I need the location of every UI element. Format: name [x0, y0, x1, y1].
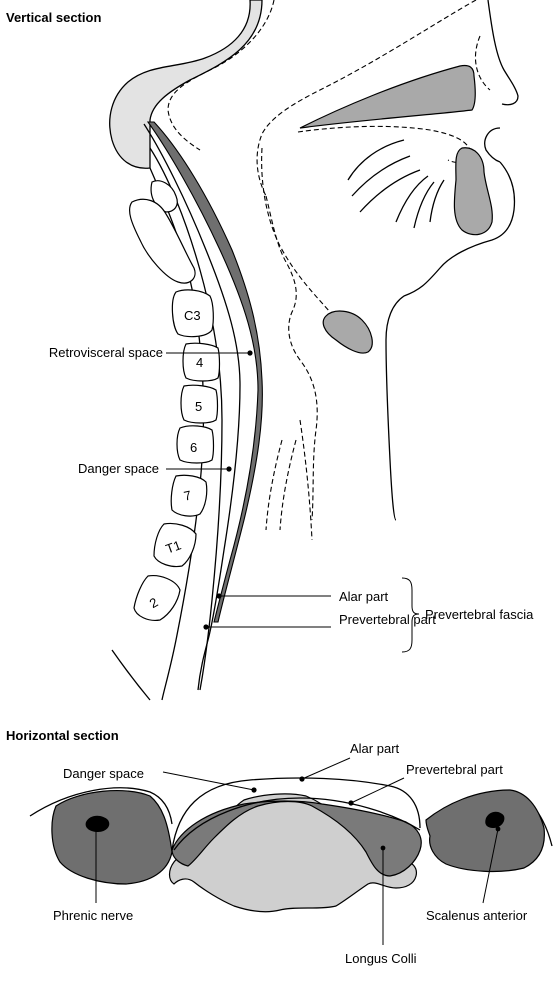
oral-outline: [298, 126, 470, 162]
occipital-bone: [110, 0, 262, 168]
horizontal-section-title: Horizontal section: [6, 728, 119, 743]
vertebra-label-6: 6: [190, 440, 197, 455]
lip-chin-profile: [386, 162, 514, 520]
oropharynx-outline: [266, 196, 317, 520]
danger-space-label-vertical: Danger space: [78, 461, 159, 476]
vertebra-4: 4: [183, 343, 220, 381]
epiglottis: [454, 148, 492, 235]
scalenus-anterior-label: Scalenus anterior: [426, 908, 528, 923]
hyoid-cartilage: [323, 311, 372, 353]
alar-part-callout-horizontal: Alar part: [299, 741, 399, 782]
phrenic-nerve-label: Phrenic nerve: [53, 908, 133, 923]
alar-part-label-vertical: Alar part: [339, 589, 389, 604]
nasal-outline: [475, 36, 490, 90]
alar-part-callout-vertical: Alar part: [216, 589, 388, 604]
prevertebral-part-label-horizontal: Prevertebral part: [406, 762, 503, 777]
retrovisceral-space-callout: Retrovisceral space: [49, 345, 253, 360]
prevertebral-part-label-vertical: Prevertebral part: [339, 612, 436, 627]
vertebra-label-5: 5: [195, 399, 202, 414]
vertebra-6: 6: [177, 426, 214, 463]
left-scalene-muscle: [52, 791, 172, 884]
prevertebral-fascia-label: Prevertebral fascia: [425, 607, 534, 622]
vertebra-c3: C3: [172, 290, 213, 337]
posterior-line: [112, 650, 150, 700]
hard-palate: [300, 65, 475, 128]
danger-space-callout-horizontal: Danger space: [63, 766, 257, 793]
vertical-section-title: Vertical section: [6, 10, 101, 25]
longus-colli-label: Longus Colli: [345, 951, 417, 966]
vertebra-label-c3: C3: [184, 308, 201, 323]
axis-vertebra: [130, 199, 195, 283]
prevertebral-part-callout-vertical: Prevertebral part: [203, 612, 436, 630]
face-profile: [485, 0, 518, 162]
vertebra-7: 7: [171, 475, 207, 516]
tongue-fibers: [348, 140, 444, 228]
vertebra-5: 5: [181, 385, 218, 423]
danger-space-label-horizontal: Danger space: [63, 766, 144, 781]
larynx-outline: [266, 420, 312, 540]
alar-part-label-horizontal: Alar part: [350, 741, 400, 756]
vertebra-label-4: 4: [196, 355, 203, 370]
vertebra-t2: 2: [134, 576, 180, 621]
vertical-section-figure: C3 4 5 6 7 T1 2: [110, 0, 518, 700]
right-scalene-muscle: [426, 790, 544, 871]
horizontal-section-figure: [30, 778, 552, 912]
danger-space-callout-vertical: Danger space: [78, 461, 232, 476]
retrovisceral-space-label: Retrovisceral space: [49, 345, 163, 360]
